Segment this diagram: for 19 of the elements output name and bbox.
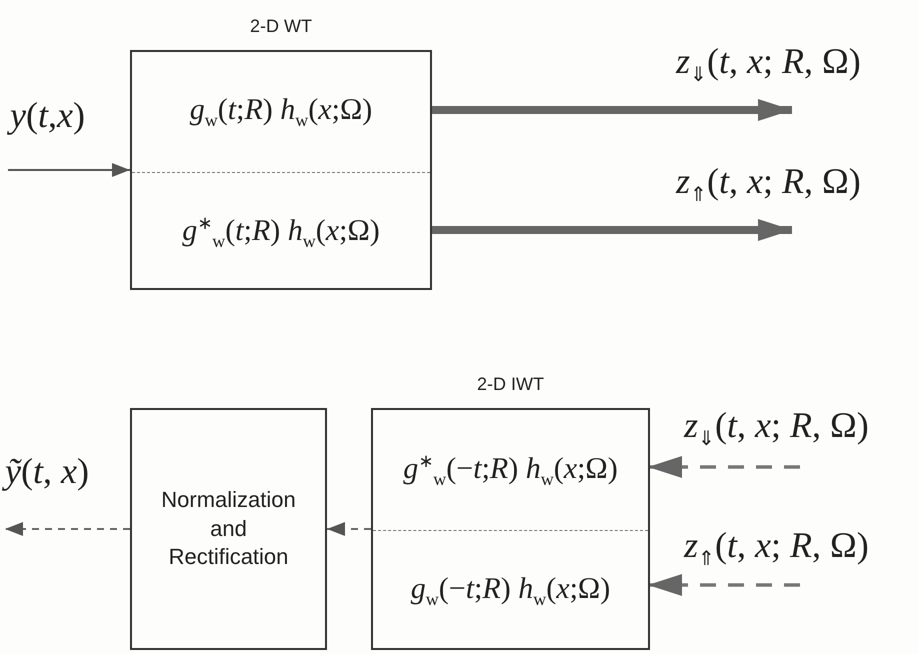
arrow (8, 163, 130, 177)
arrow (430, 219, 792, 241)
arrow (5, 522, 130, 536)
box-heading: 2-D IWT (477, 374, 544, 395)
filter-formula: g$_{w}$(−t;R) h$_{w}$(x;Ω) (410, 572, 610, 610)
box-heading: 2-D WT (250, 16, 312, 37)
box-label: Normalization and Rectification (160, 486, 297, 572)
signal-label: z$_{⇓}$(t, x; R, Ω) (676, 40, 861, 88)
arrow (648, 456, 800, 478)
signal-label: z$_{⇑}$(t, x; R, Ω) (684, 524, 869, 572)
arrow (430, 99, 792, 121)
filter-formula: g$^{∗}$$_{w}$(−t;R) h$_{w}$(x;Ω) (403, 450, 618, 490)
arrow (648, 574, 800, 596)
filter-formula: g$^{∗}$$_{w}$(t;R) h$_{w}$(x;Ω) (182, 212, 380, 252)
filter-formula: g$_{w}$(t;R) h$_{w}$(x;Ω) (190, 93, 372, 131)
arrow (327, 522, 371, 536)
signal-label: z$_{⇓}$(t, x; R, Ω) (684, 404, 869, 452)
process-box (130, 408, 327, 650)
signal-label: z$_{⇑}$(t, x; R, Ω) (676, 160, 861, 208)
